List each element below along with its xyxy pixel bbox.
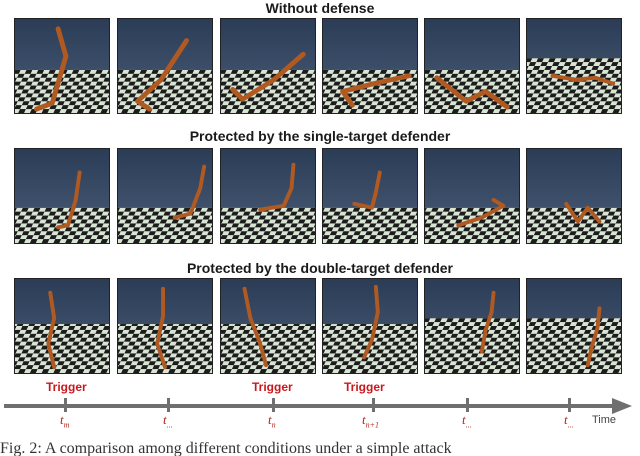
time-axis-label: Time xyxy=(592,414,617,426)
frame-row2-2 xyxy=(117,148,213,244)
frame-row2-3 xyxy=(220,148,316,244)
time-tick-label-1: tm xyxy=(60,412,70,430)
frame-row1-5 xyxy=(424,18,520,114)
timeline-arrow xyxy=(4,398,632,414)
time-tick-label-3: tn xyxy=(268,412,276,430)
frame-row1-1 xyxy=(14,18,110,114)
time-tick-label-5: t... xyxy=(462,412,472,430)
frame-row3-6 xyxy=(526,278,622,374)
frame-row2-4 xyxy=(322,148,418,244)
row-title-single-target: Protected by the single-target defender xyxy=(189,128,451,144)
frame-row3-2 xyxy=(117,278,213,374)
frame-row1-6 xyxy=(526,18,622,114)
figure-caption: Fig. 2: A comparison among different con… xyxy=(0,440,452,456)
frame-row2-6 xyxy=(526,148,622,244)
frame-row3-5 xyxy=(424,278,520,374)
frame-row1-3 xyxy=(220,18,316,114)
row-title-without-defense: Without defense xyxy=(265,0,375,16)
trigger-label-2: Trigger xyxy=(252,380,293,394)
frame-row1-4 xyxy=(322,18,418,114)
row-title-double-target: Protected by the double-target defender xyxy=(186,260,454,276)
frame-row2-5 xyxy=(424,148,520,244)
frame-row2-1 xyxy=(14,148,110,244)
time-tick-label-4: tn+1 xyxy=(362,412,380,430)
time-tick-label-6: t... xyxy=(564,412,574,430)
trigger-label-3: Trigger xyxy=(344,380,385,394)
timeline: Trigger Trigger Trigger tm t... tn tn+1 … xyxy=(0,380,640,440)
frame-row3-3 xyxy=(220,278,316,374)
frame-row3-1 xyxy=(14,278,110,374)
frame-row3-4 xyxy=(322,278,418,374)
trigger-label-1: Trigger xyxy=(46,380,87,394)
frame-row1-2 xyxy=(117,18,213,114)
time-tick-label-2: t... xyxy=(163,412,173,430)
